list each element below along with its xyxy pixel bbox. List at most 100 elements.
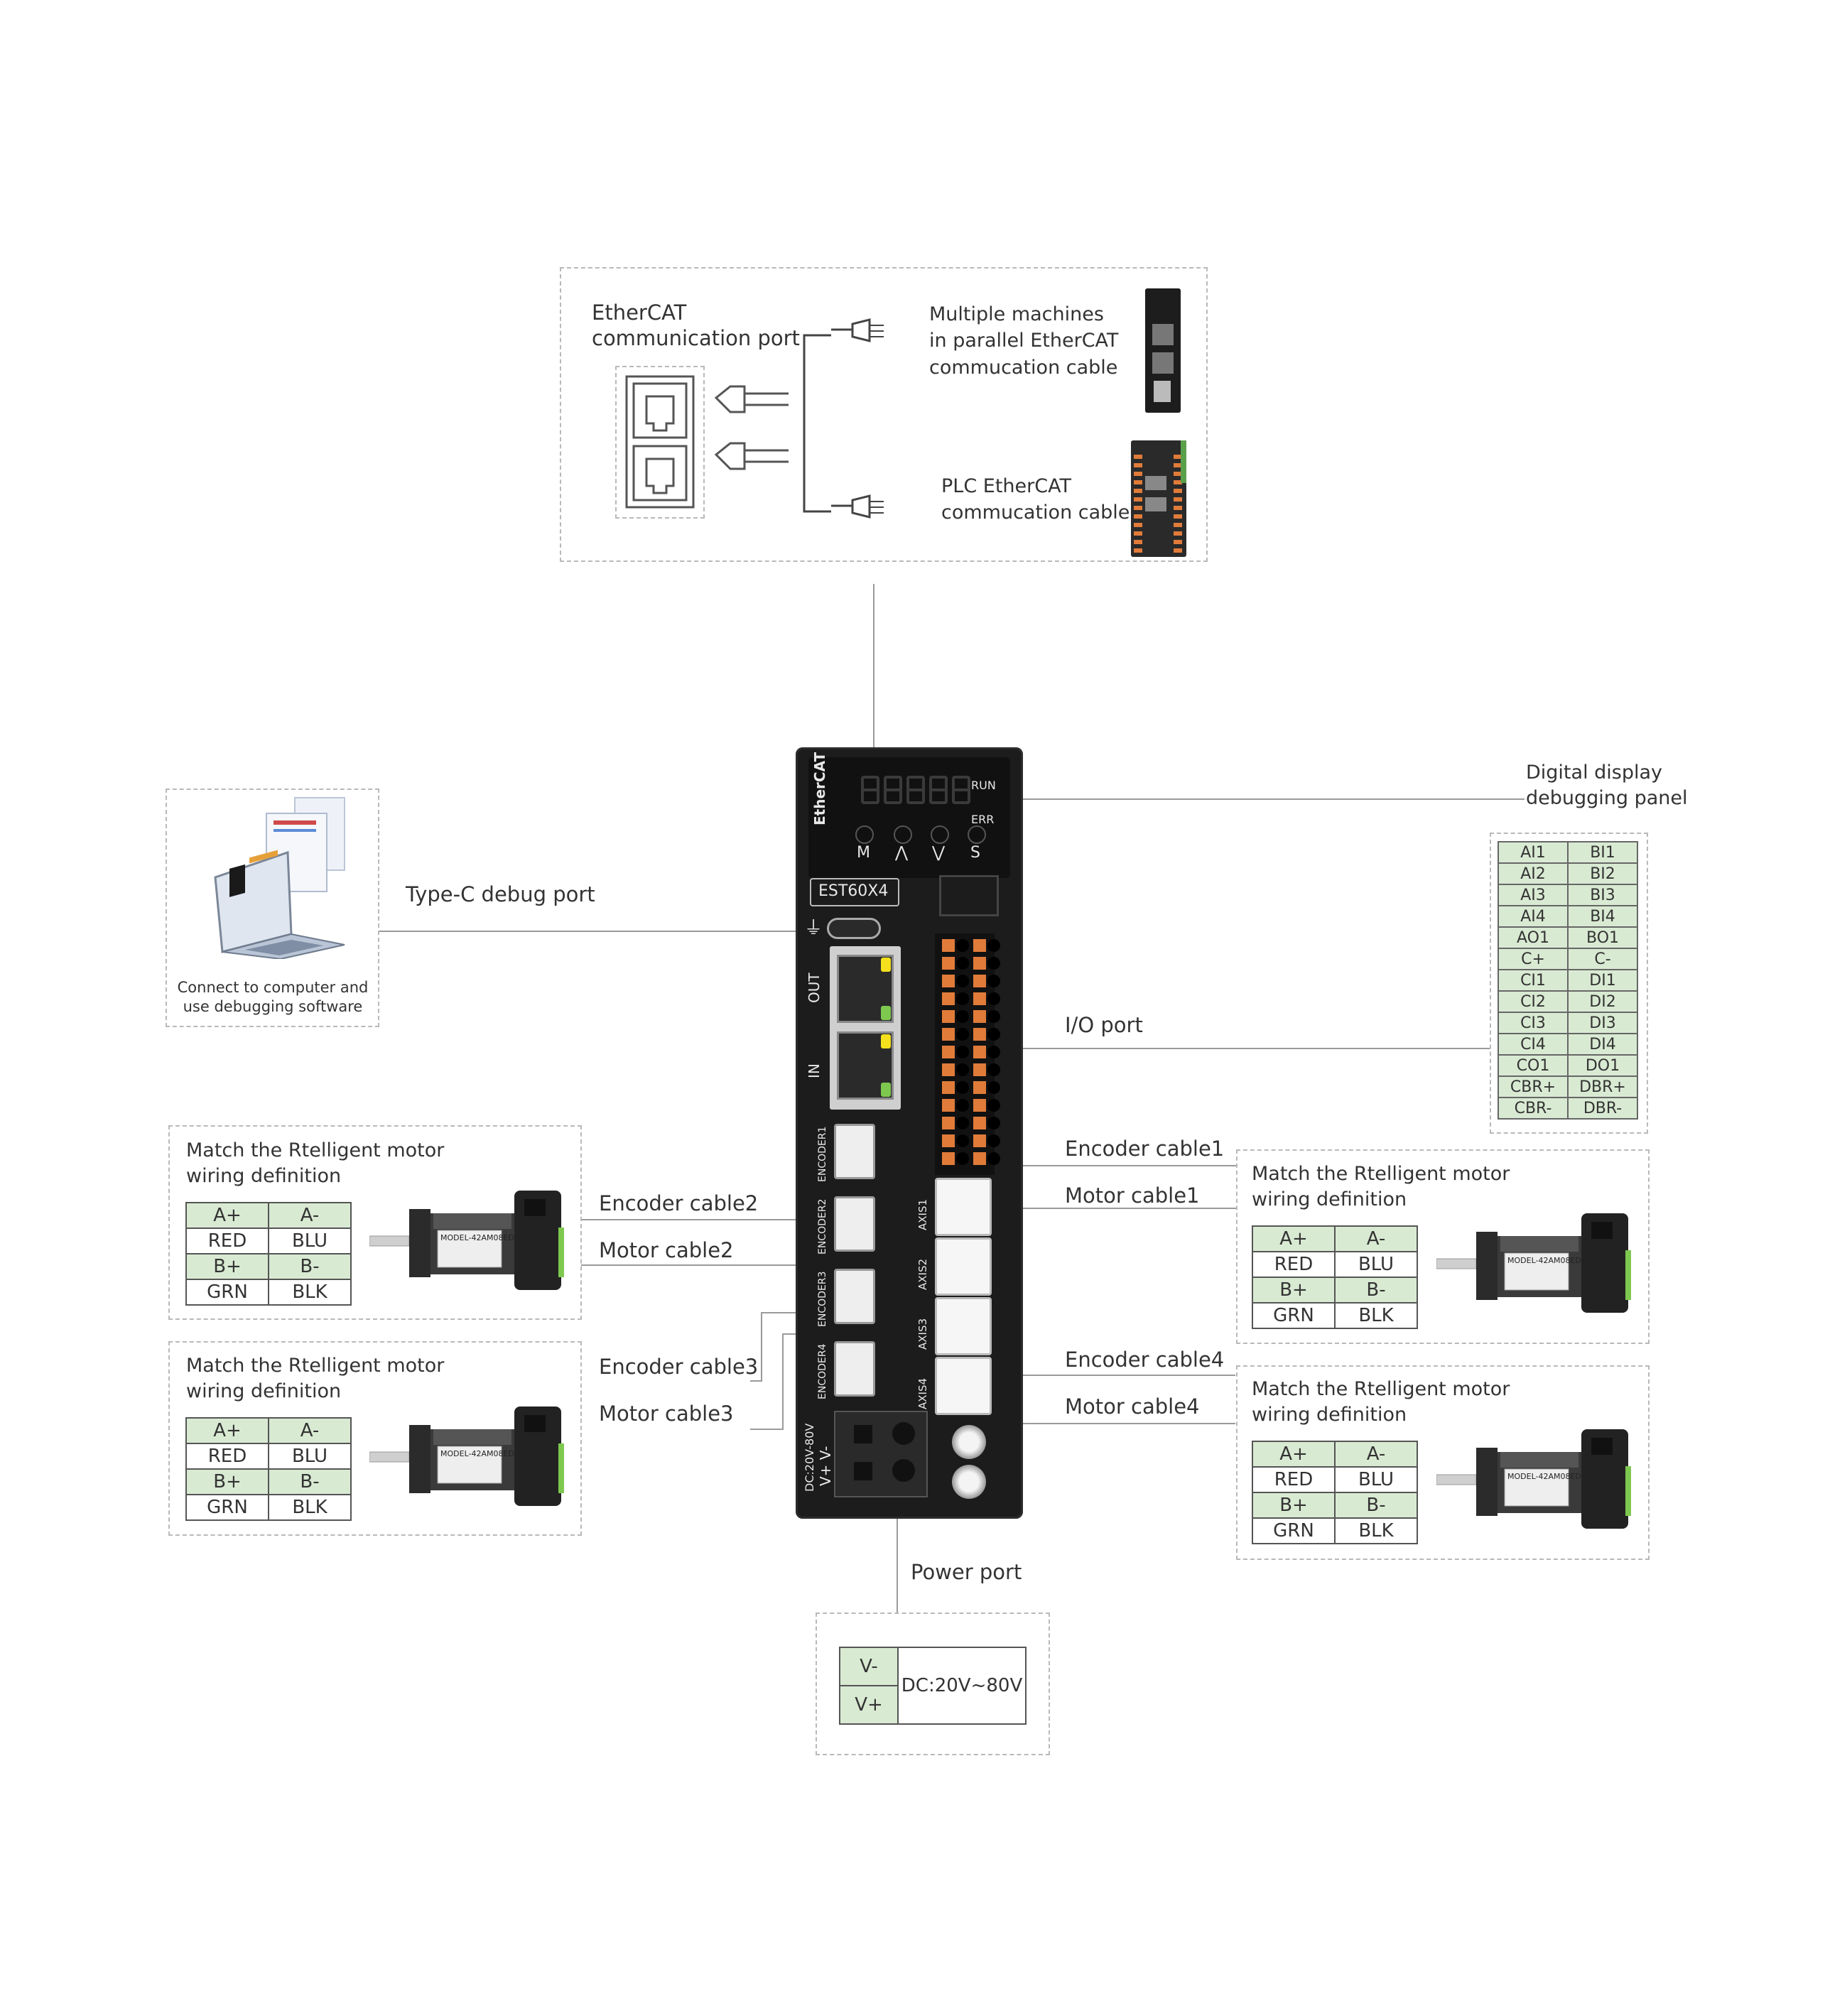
axis1-connector[interactable] (935, 1178, 992, 1236)
io-terminal-hole (956, 1028, 969, 1041)
wiring-title: Match the Rtelligent motor wiring defini… (186, 1355, 445, 1402)
io-terminal-hole (956, 1046, 969, 1058)
out-led-green (881, 1006, 891, 1020)
usb-icon: ⏚ (804, 918, 823, 939)
io-pin-cell: BO1 (1567, 926, 1638, 949)
io-terminal-hole (956, 1063, 969, 1076)
display-window (939, 875, 999, 916)
io-pin-cell: BI2 (1567, 862, 1638, 885)
vv-label: V+ V- (817, 1446, 834, 1486)
up-button[interactable] (894, 825, 912, 844)
encoder-cable4-label: Encoder cable4 (1065, 1348, 1225, 1372)
debug-software-panel (166, 788, 379, 1027)
encoder4-label: ENCODER4 (817, 1343, 828, 1399)
power-terminal[interactable] (834, 1411, 928, 1497)
in-led-green (881, 1083, 891, 1097)
est60x4-driver: EtherCAT RUN ERR M ⋀ ⋁ S EST60X4 ⏚ OUT I… (796, 747, 1023, 1519)
io-terminal-pin (973, 1010, 986, 1023)
io-terminal-pin (942, 939, 955, 952)
io-pin-cell: AI4 (1498, 905, 1569, 928)
stepper-motor-drawing: MODEL-42AM08ED (1436, 1213, 1631, 1313)
stepper-motor-drawing: MODEL-42AM08ED (369, 1407, 564, 1506)
wiring-title: Match the Rtelligent motor wiring defini… (1252, 1163, 1510, 1210)
motor-cable2-label: Motor cable2 (599, 1238, 734, 1262)
io-pin-cell: AO1 (1498, 926, 1569, 949)
typec-connector-line (379, 931, 828, 932)
dc-range-label: DC:20V-80V (803, 1423, 816, 1492)
io-terminal-hole (987, 957, 1000, 970)
motor-cable2-line (581, 1264, 979, 1266)
io-terminal-pin (973, 1134, 986, 1147)
run-indicator-label: RUN (971, 779, 996, 792)
io-terminal-pin (973, 975, 986, 987)
io-pin-cell: DI1 (1567, 969, 1638, 992)
stepper-motor-image: MODEL-42AM08ED (1436, 1424, 1635, 1543)
io-pin-row: C+C- (1498, 948, 1638, 970)
axis4-connector[interactable] (935, 1357, 992, 1415)
io-terminal-pin (942, 957, 955, 970)
io-terminal-pin (942, 1134, 955, 1147)
encoder2-connector[interactable] (834, 1196, 875, 1252)
axis2-label: AXIS2 (916, 1258, 929, 1290)
encoder1-connector[interactable] (834, 1124, 875, 1179)
io-terminal-hole (987, 1081, 1000, 1094)
plc-label: PLC EtherCAT commucation cable (941, 475, 1130, 524)
typec-port[interactable] (827, 918, 881, 939)
io-terminal-hole (987, 1099, 1000, 1112)
s-button[interactable] (968, 825, 986, 844)
io-pin-cell: DI2 (1567, 990, 1638, 1013)
io-terminal-hole (987, 1117, 1000, 1129)
io-terminal-pin (973, 1028, 986, 1041)
io-terminal-pin (973, 992, 986, 1005)
network-plug-icon (714, 385, 789, 413)
io-terminal-pin (973, 939, 986, 952)
io-terminal-pin (973, 1117, 986, 1129)
io-terminal-block[interactable] (935, 933, 1000, 1175)
axis3-connector[interactable] (935, 1297, 992, 1355)
encoder1-label: ENCODER1 (817, 1126, 828, 1182)
encoder3-connector[interactable] (834, 1269, 875, 1324)
rj45-port-icon (615, 366, 705, 519)
encoder4-connector[interactable] (834, 1341, 875, 1397)
io-pin-cell: CI2 (1498, 990, 1569, 1013)
io-terminal-pin (942, 1010, 955, 1023)
io-pin-cell: DBR+ (1567, 1075, 1638, 1098)
io-definition-panel (1490, 833, 1648, 1134)
io-connector-line (987, 1048, 1490, 1049)
io-pin-row: CBR-DBR- (1498, 1097, 1638, 1120)
io-terminal-hole (987, 1046, 1000, 1058)
seven-segment-display (861, 776, 970, 804)
io-pin-cell: CI3 (1498, 1012, 1569, 1034)
motor-cable1-line (984, 1208, 1236, 1209)
axis2-connector[interactable] (935, 1237, 992, 1296)
wiring-panel-axis4 (1236, 1365, 1650, 1560)
plc-image (1131, 440, 1186, 557)
io-pin-cell: CI1 (1498, 969, 1569, 992)
io-terminal-hole (956, 1099, 969, 1112)
io-pin-cell: BI3 (1567, 884, 1638, 906)
axis1-label: AXIS1 (916, 1198, 929, 1230)
s-button-label: S (970, 844, 980, 862)
motor-cable4-label: Motor cable4 (1065, 1394, 1200, 1419)
io-pin-cell: CBR- (1498, 1097, 1569, 1120)
ethercat-branch-lines (803, 318, 884, 519)
m-button[interactable] (855, 825, 874, 844)
in-led-yellow (881, 1034, 891, 1048)
wiring-title: Match the Rtelligent motor wiring defini… (1252, 1378, 1510, 1426)
io-terminal-hole (956, 1152, 969, 1165)
down-button[interactable] (931, 825, 949, 844)
ground-screw-bottom (952, 1465, 986, 1499)
encoder-cable1-label: Encoder cable1 (1065, 1137, 1225, 1161)
io-pin-cell: DBR- (1567, 1097, 1638, 1120)
typec-debug-port-label: Type-C debug port (406, 882, 595, 906)
ground-screw-top (952, 1425, 986, 1459)
m-button-label: M (857, 844, 870, 862)
encoder-cable2-label: Encoder cable2 (599, 1191, 759, 1215)
motor-model-label: MODEL-42AM08ED (440, 1449, 514, 1458)
io-pin-cell: C- (1567, 948, 1638, 970)
